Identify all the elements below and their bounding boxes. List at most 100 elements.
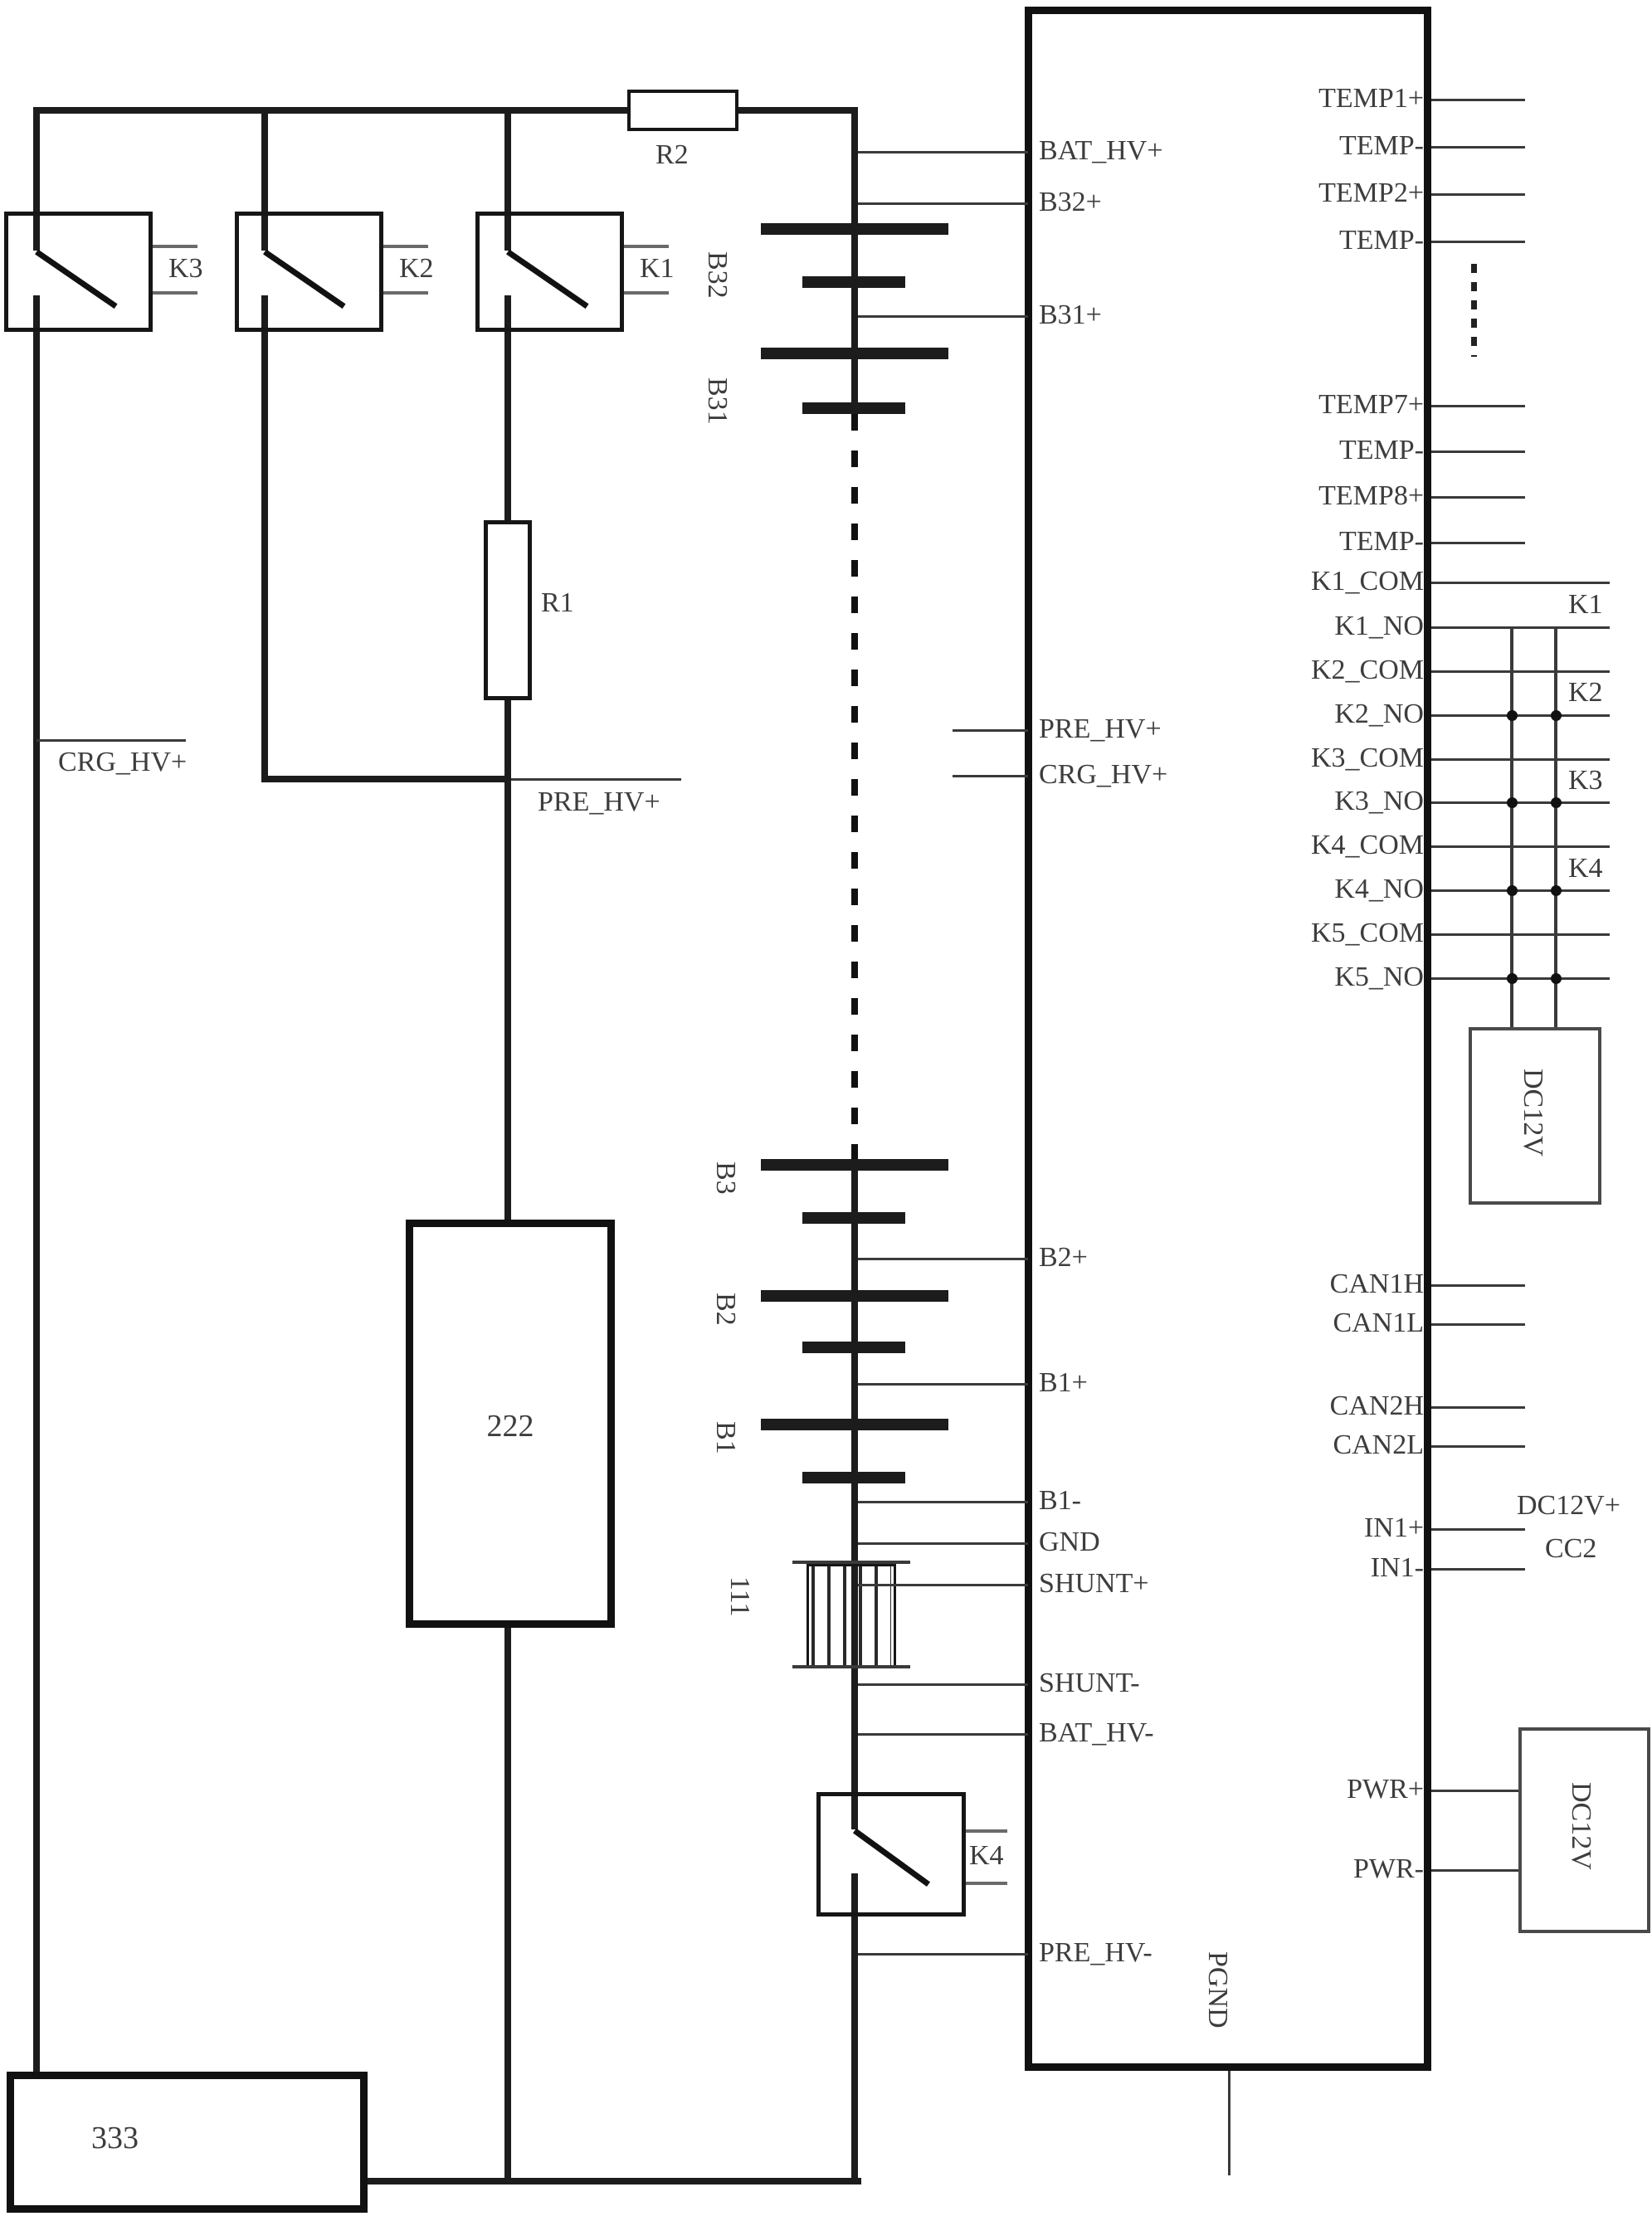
pin-stub-pgnd <box>1228 2071 1230 2175</box>
switch-k2-coil-stub-top <box>383 245 428 248</box>
pin-label-pwr-plus: PWR+ <box>1347 1774 1424 1805</box>
pin-stub-temp8-minus <box>1431 542 1525 544</box>
pre-hv-net-stub <box>511 778 681 781</box>
pin-label-pwr-minus: PWR- <box>1353 1853 1424 1884</box>
pin-label-k3-no: K3_NO <box>1334 786 1424 816</box>
junction-dot-k2no-right <box>1551 710 1562 721</box>
pin-stub-in1-plus <box>1431 1528 1525 1531</box>
battery-b3-label: B3 <box>710 1162 741 1195</box>
junction-dot-k2no-left <box>1507 710 1518 721</box>
relay-coil-bus-right <box>1554 626 1557 1027</box>
precharge-node-wire <box>504 697 511 1220</box>
pin-stub-pre-hv-minus <box>858 1953 1028 1956</box>
pin-stub-pwr-minus <box>1431 1869 1518 1872</box>
shunt-hatch <box>811 1566 891 1666</box>
pin-label-k1-no: K1_NO <box>1334 611 1424 641</box>
pin-stub-can2l <box>1431 1445 1525 1448</box>
pin-label-bat-hv-minus: BAT_HV- <box>1039 1717 1154 1748</box>
switch-k2-box <box>235 212 383 332</box>
battery-wire-b3-b2 <box>851 1224 858 1290</box>
pin-stub-temp8-plus <box>1431 496 1525 499</box>
relay-supply-label: DC12V <box>1518 1069 1548 1157</box>
battery-b3-plate-short <box>802 1212 905 1224</box>
pin-line-k1-no <box>1431 626 1610 629</box>
battery-wire-b32 <box>851 235 858 276</box>
block-222-box <box>406 1220 615 1628</box>
relay-contact-k1-label: K1 <box>1568 589 1603 620</box>
battery-b1-plate-short <box>802 1472 905 1483</box>
pin-label-temp8-plus: TEMP8+ <box>1318 480 1424 511</box>
resistor-r1-body <box>484 520 532 700</box>
pin-label-k2-com: K2_COM <box>1310 655 1424 685</box>
junction-dot-k4no-right <box>1551 885 1562 896</box>
relay-coil-bus-left <box>1510 626 1513 1027</box>
pin-label-shunt-plus: SHUNT+ <box>1039 1568 1149 1599</box>
pin-label-gnd: GND <box>1039 1527 1100 1557</box>
switch-k2-coil-stub-bottom <box>383 291 428 295</box>
pin-line-k3-com <box>1431 758 1610 761</box>
branch-k2-wire-horizontal <box>261 776 511 782</box>
junction-dot-k4no-left <box>1507 885 1518 896</box>
pin-label-k5-com: K5_COM <box>1310 918 1424 948</box>
switch-k2-label: K2 <box>399 253 434 284</box>
pin-stub-b1-minus <box>858 1501 1028 1503</box>
battery-b31-plate-short <box>802 402 905 414</box>
branch-k1-wire-upper <box>504 107 511 251</box>
pin-label-temp8-minus: TEMP- <box>1339 526 1424 557</box>
shunt-bottom-tick <box>792 1665 910 1668</box>
pin-label-k3-com: K3_COM <box>1310 743 1424 773</box>
pin-stub-can2h <box>1431 1406 1525 1409</box>
battery-b32-plate-short <box>802 276 905 288</box>
junction-dot-k3no-left <box>1507 797 1518 808</box>
junction-dot-k5no-left <box>1507 973 1518 984</box>
relay-supply-box <box>1469 1027 1601 1205</box>
bottom-bus-wire <box>368 2178 861 2184</box>
battery-b2-plate-short <box>802 1342 905 1353</box>
switch-k4-label: K4 <box>969 1840 1004 1871</box>
battery-b3-plate-long <box>761 1159 948 1171</box>
battery-b2-plate-long <box>761 1290 948 1302</box>
top-bus-wire <box>33 107 858 114</box>
branch-k1-wire-mid <box>504 295 511 524</box>
switch-k3-coil-stub-bottom <box>153 291 197 295</box>
switch-k1-label: K1 <box>640 253 675 284</box>
pin-stub-can1h <box>1431 1284 1525 1287</box>
shunt-label: 111 <box>724 1576 755 1617</box>
pin-label-b31-plus: B31+ <box>1039 300 1102 330</box>
pin-label-can2l: CAN2L <box>1333 1430 1424 1460</box>
pin-stub-b2-plus <box>858 1258 1028 1260</box>
pin-stub-crg-hv-plus <box>953 775 1028 777</box>
battery-b32-plate-long <box>761 223 948 235</box>
pin-stub-temp7-minus <box>1431 451 1525 453</box>
pin-label-k5-no: K5_NO <box>1334 962 1424 992</box>
switch-k4-box <box>816 1792 966 1917</box>
pin-stub-can1l <box>1431 1323 1525 1326</box>
pin-label-temp1-plus: TEMP1+ <box>1318 83 1424 114</box>
pin-label-shunt-minus: SHUNT- <box>1039 1668 1140 1698</box>
pin-stub-temp7-plus <box>1431 405 1525 407</box>
pin-stub-temp2-plus <box>1431 193 1525 196</box>
controller-box <box>1025 7 1431 2071</box>
pin-label-temp1-minus: TEMP- <box>1339 130 1424 161</box>
battery-wire-b32-b31 <box>851 288 858 348</box>
junction-dot-k3no-right <box>1551 797 1562 808</box>
battery-wire-b1 <box>851 1430 858 1472</box>
pin-stub-b1-plus <box>858 1383 1028 1386</box>
switch-k1-box <box>475 212 624 332</box>
pin-stub-b31-plus <box>858 315 1028 318</box>
pin-label-b1-minus: B1- <box>1039 1485 1081 1516</box>
pin-stub-pwr-plus <box>1431 1790 1518 1792</box>
block-333-box <box>7 2072 368 2213</box>
battery-wire-b31 <box>851 359 858 402</box>
pin-stub-shunt-plus <box>858 1584 1028 1586</box>
pin-stub-temp1-plus <box>1431 99 1525 101</box>
temp-ellipsis-dots <box>1471 264 1477 357</box>
pin-label-temp2-plus: TEMP2+ <box>1318 178 1424 208</box>
battery-wire-top <box>851 107 858 223</box>
pin-stub-b32-plus <box>858 202 1028 205</box>
pin-stub-bat-hv-minus <box>858 1733 1028 1736</box>
block-222-label: 222 <box>486 1409 534 1444</box>
relay-contact-k4-label: K4 <box>1568 853 1603 884</box>
pin-stub-bat-hv-plus <box>858 151 1028 153</box>
